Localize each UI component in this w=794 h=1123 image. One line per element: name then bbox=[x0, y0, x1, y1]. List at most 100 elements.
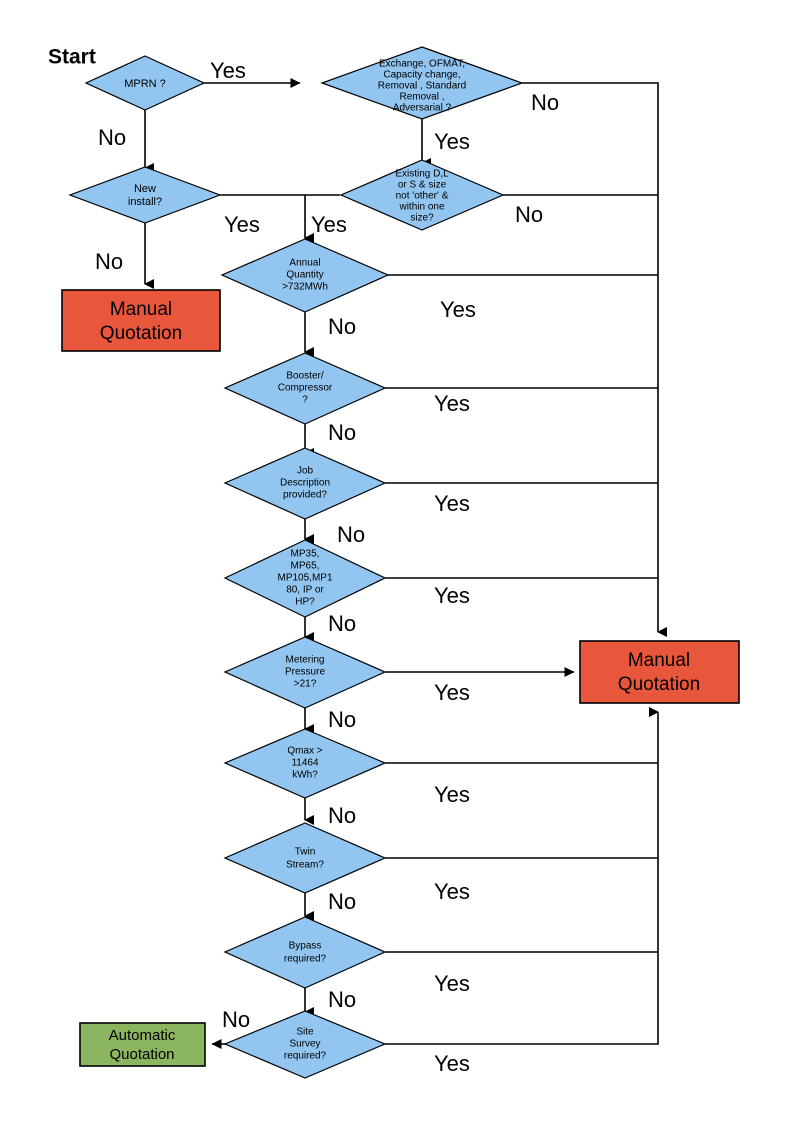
exchange-label-5: Adversarial ? bbox=[393, 103, 452, 114]
node-booster[interactable]: Booster/ Compressor ? bbox=[223, 352, 387, 425]
qmax-label-2: 11464 bbox=[291, 758, 319, 769]
metering-pressure-diamond[interactable] bbox=[223, 636, 387, 709]
edge-label-new-install-no: No bbox=[95, 249, 123, 274]
node-manual-quotation-left[interactable]: Manual Quotation bbox=[61, 289, 221, 352]
existing-dls-diamond[interactable] bbox=[339, 159, 505, 231]
node-automatic-quotation[interactable]: Automatic Quotation bbox=[79, 1022, 206, 1067]
site-survey-label-3: required? bbox=[284, 1051, 327, 1062]
job-description-label-3: provided? bbox=[283, 490, 327, 501]
meter-types-label-3: MP105,MP1 bbox=[277, 573, 332, 584]
booster-label-1: Booster/ bbox=[286, 371, 323, 382]
node-site-survey[interactable]: Site Survey required? bbox=[223, 1010, 387, 1079]
site-survey-label-1: Site bbox=[296, 1027, 314, 1038]
qmax-label-3: kWh? bbox=[292, 770, 318, 781]
edge-label-qmax-yes: Yes bbox=[434, 782, 470, 807]
edge-label-metering-pressure-yes: Yes bbox=[434, 680, 470, 705]
annual-quantity-diamond[interactable] bbox=[220, 238, 390, 313]
twin-stream-diamond[interactable] bbox=[223, 822, 387, 894]
automatic-quotation-box[interactable] bbox=[79, 1022, 206, 1067]
node-exchange[interactable]: Exchange, OFMAT, Capacity change, Remova… bbox=[320, 46, 524, 120]
manual-quotation-right-label-2: Quotation bbox=[618, 674, 700, 695]
twin-stream-label-1: Twin bbox=[295, 847, 316, 858]
manual-quotation-left-label-2: Quotation bbox=[100, 323, 182, 344]
manual-quotation-left-label-1: Manual bbox=[110, 299, 172, 320]
edge-label-job-no: No bbox=[337, 522, 365, 547]
edge-label-mprn-no: No bbox=[98, 125, 126, 150]
qmax-diamond[interactable] bbox=[223, 728, 387, 799]
existing-dls-label-2: or S & size bbox=[398, 180, 447, 191]
manual-quotation-right-box[interactable] bbox=[579, 640, 740, 704]
mprn-diamond[interactable] bbox=[84, 55, 206, 111]
site-survey-label-2: Survey bbox=[289, 1039, 320, 1050]
edge-label-meter-types-no: No bbox=[328, 611, 356, 636]
booster-diamond[interactable] bbox=[223, 352, 387, 425]
edge-label-twin-yes: Yes bbox=[434, 879, 470, 904]
edge-label-layer: Yes No No Yes Yes No Yes No Yes No Yes N… bbox=[95, 58, 559, 1076]
edge-label-metering-pressure-no: No bbox=[328, 707, 356, 732]
new-install-diamond[interactable] bbox=[68, 166, 222, 224]
exchange-label-2: Capacity change, bbox=[383, 70, 460, 81]
meter-types-label-1: MP35, bbox=[291, 549, 320, 560]
booster-label-3: ? bbox=[302, 395, 308, 406]
node-job-description[interactable]: Job Description provided? bbox=[223, 447, 387, 520]
booster-label-2: Compressor bbox=[278, 383, 333, 394]
meter-types-label-4: 80, IP or bbox=[286, 585, 324, 596]
exchange-label-4: Removal , bbox=[399, 92, 444, 103]
manual-quotation-left-box[interactable] bbox=[61, 289, 221, 352]
bypass-label-1: Bypass bbox=[289, 941, 322, 952]
bypass-label-2: required? bbox=[284, 954, 327, 965]
node-qmax[interactable]: Qmax > 11464 kWh? bbox=[223, 728, 387, 799]
node-meter-types[interactable]: MP35, MP65, MP105,MP1 80, IP or HP? bbox=[223, 539, 387, 618]
metering-pressure-label-1: Metering bbox=[286, 655, 325, 666]
edge-label-meter-types-yes: Yes bbox=[434, 583, 470, 608]
job-description-label-2: Description bbox=[280, 478, 330, 489]
node-new-install[interactable]: New install? bbox=[68, 166, 222, 224]
meter-types-diamond[interactable] bbox=[223, 539, 387, 618]
edge-label-booster-yes: Yes bbox=[434, 391, 470, 416]
edge-label-booster-no: No bbox=[328, 420, 356, 445]
existing-dls-label-5: size? bbox=[410, 213, 434, 224]
exchange-diamond[interactable] bbox=[320, 46, 524, 120]
new-install-label-1: New bbox=[134, 183, 156, 195]
meter-types-label-5: HP? bbox=[295, 597, 315, 608]
node-manual-quotation-right[interactable]: Manual Quotation bbox=[579, 640, 740, 704]
node-twin-stream[interactable]: Twin Stream? bbox=[223, 822, 387, 894]
node-existing-dls[interactable]: Existing D,L or S & size not 'other' & w… bbox=[339, 159, 505, 231]
qmax-label-1: Qmax > bbox=[287, 746, 322, 757]
edge-label-mprn-yes: Yes bbox=[210, 58, 246, 83]
start-label: Start bbox=[48, 46, 96, 69]
existing-dls-label-1: Existing D,L bbox=[395, 169, 449, 180]
annual-quantity-label-2: Quantity bbox=[286, 270, 323, 281]
edge-label-annual-yes: Yes bbox=[440, 297, 476, 322]
edge-label-bypass-yes: Yes bbox=[434, 971, 470, 996]
edge-label-annual-no: No bbox=[328, 314, 356, 339]
site-survey-diamond[interactable] bbox=[223, 1010, 387, 1079]
edge-site-survey-yes bbox=[385, 707, 659, 1045]
node-mprn[interactable]: MPRN ? bbox=[84, 55, 206, 111]
edge-label-exchange-yes: Yes bbox=[434, 129, 470, 154]
annual-quantity-label-3: >732MWh bbox=[282, 282, 328, 293]
metering-pressure-label-3: >21? bbox=[294, 679, 317, 690]
connector-layer bbox=[144, 78, 667, 1049]
node-annual-quantity[interactable]: Annual Quantity >732MWh bbox=[220, 238, 390, 313]
node-metering-pressure[interactable]: Metering Pressure >21? bbox=[223, 636, 387, 709]
automatic-quotation-label-2: Quotation bbox=[109, 1046, 174, 1063]
edge-exchange-no bbox=[522, 82, 667, 637]
existing-dls-label-3: not 'other' & bbox=[396, 191, 449, 202]
new-install-label-2: install? bbox=[128, 196, 162, 208]
job-description-diamond[interactable] bbox=[223, 447, 387, 520]
edge-label-exchange-no: No bbox=[531, 90, 559, 115]
edge-label-twin-no: No bbox=[328, 889, 356, 914]
edge-label-new-install-yes: Yes bbox=[224, 212, 260, 237]
existing-dls-label-4: within one bbox=[398, 202, 444, 213]
twin-stream-label-2: Stream? bbox=[286, 860, 324, 871]
automatic-quotation-label-1: Automatic bbox=[109, 1027, 176, 1044]
edge-label-site-survey-no: No bbox=[222, 1007, 250, 1032]
node-bypass[interactable]: Bypass required? bbox=[223, 916, 387, 989]
manual-quotation-right-label-1: Manual bbox=[628, 650, 690, 671]
edge-label-site-survey-yes: Yes bbox=[434, 1051, 470, 1076]
exchange-label-3: Removal , Standard bbox=[378, 81, 466, 92]
mprn-label: MPRN ? bbox=[124, 78, 166, 90]
bypass-diamond[interactable] bbox=[223, 916, 387, 989]
